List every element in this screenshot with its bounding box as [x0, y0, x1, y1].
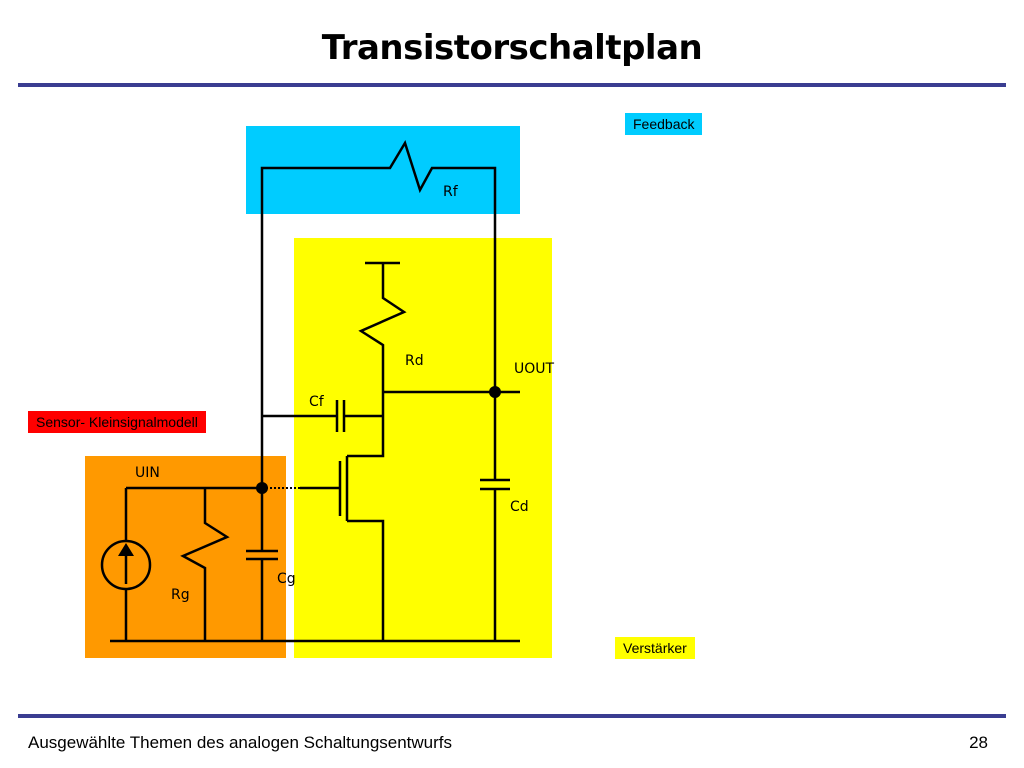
rg-resistor: [180, 488, 230, 641]
rg-label: Rg: [171, 587, 190, 603]
mosfet-icon: [300, 456, 349, 521]
footer-divider: [18, 714, 1006, 718]
uin-wire: [124, 486, 262, 641]
cg-label: Cg: [277, 571, 296, 587]
feedback-region: [246, 126, 520, 214]
cg-capacitor-icon: [246, 549, 278, 561]
rf-label: Rf: [443, 184, 459, 200]
rd-label: Rd: [405, 353, 424, 369]
source-wire: [347, 519, 385, 641]
uin-label: UIN: [135, 465, 160, 481]
page-title: Transistorschaltplan: [321, 28, 703, 68]
current-source-icon: [100, 539, 152, 591]
rd-resistor: [358, 263, 407, 392]
sensor-legend: Sensor- Kleinsignalmodell: [28, 411, 206, 433]
feedback-legend: Feedback: [625, 113, 703, 135]
page-number: 28: [969, 733, 988, 752]
cd-label: Cd: [510, 499, 529, 515]
footer-text: Ausgewählte Themen des analogen Schaltun…: [28, 733, 453, 752]
uout-label: UOUT: [514, 361, 555, 377]
amplifier-legend: Verstärker: [615, 637, 695, 659]
output-node: [489, 386, 501, 398]
drain-wire: [347, 392, 385, 458]
cf-capacitor-icon: [335, 400, 346, 432]
cd-capacitor-icon: [480, 478, 510, 491]
title-divider: [18, 83, 1006, 87]
feedback-wire: [260, 139, 497, 488]
cf-label: Cf: [309, 394, 325, 410]
amplifier-region: [294, 238, 552, 658]
input-node: [256, 482, 268, 494]
